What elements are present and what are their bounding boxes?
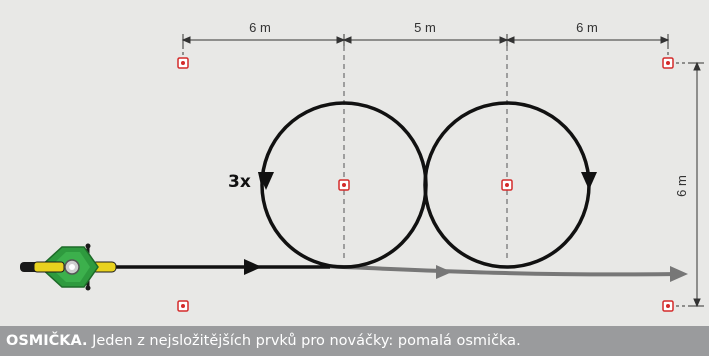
entry-path-arrow [244,259,262,275]
exit-path-arrow [319,264,688,282]
figure-eight-path [260,101,591,269]
cone-marker-icon [662,57,674,69]
cone-marker-icon [662,300,674,312]
cone-marker-icon [501,179,513,191]
cone-marker-icon [177,300,189,312]
caption: OSMIČKA. Jeden z nejsložitějších prvků p… [0,326,521,356]
dimension-label-top-middle: 5 m [414,20,436,35]
cone-marker-icon [177,57,189,69]
top-dimension-line [181,34,670,55]
caption-description: Jeden z nejsložitějších prvků pro nováčk… [87,333,521,349]
dimension-label-right: 6 m [674,175,689,197]
right-loop-direction-arrow [581,172,597,190]
practice-area [0,0,709,326]
caption-title: OSMIČKA. [6,333,88,349]
right-dimension-line [676,61,704,308]
motorcycle-icon [20,243,117,291]
dimension-label-top-left: 6 m [249,20,271,35]
dimension-label-top-right: 6 m [576,20,598,35]
repeat-count-label: 3x [228,172,251,192]
cone-marker-icon [338,179,350,191]
caption-bar: OSMIČKA. Jeden z nejsložitějších prvků p… [0,326,709,356]
diagram-drawing: 6 m 5 m 6 m 6 m 3x [20,20,704,312]
left-loop-direction-arrow [258,172,274,190]
